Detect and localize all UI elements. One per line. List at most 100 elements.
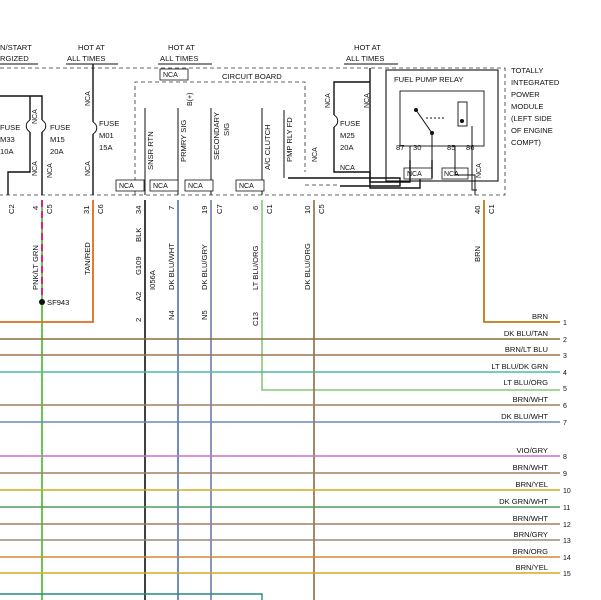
fuse-m25-label-1: FUSE [340, 119, 360, 128]
pin-40: 40 [473, 206, 482, 214]
harness-label-4: LT BLU/DK GRN [491, 362, 548, 371]
pin-19: 19 [200, 206, 209, 214]
signal-snsr-rtn: SNSR RTN [146, 131, 155, 170]
fuse-m33-symbol [25, 119, 31, 133]
nca-box-3 [184, 179, 214, 192]
header-run-start: N/START [0, 43, 32, 52]
wire-bottom-teal [0, 593, 263, 600]
fuse-m25-label-2: M25 [340, 131, 355, 140]
bplus-label: B(+) [187, 93, 194, 106]
harness-number-6: 6 [563, 403, 567, 410]
fuse-m15-label-3: 20A [50, 147, 64, 156]
harness-label-11: DK GRN/WHT [499, 497, 548, 506]
harness-label-15: BRN/YEL [516, 563, 549, 572]
fuse-m25-symbol [333, 114, 339, 128]
harness-number-10: 10 [563, 488, 571, 495]
circuit-a2: A2 [134, 292, 143, 301]
fuse-m25-label-3: 20A [340, 143, 354, 152]
fuse-m15-label-1: FUSE [50, 123, 70, 132]
relay-coil-dot [460, 119, 464, 123]
nca-box-2 [149, 179, 179, 192]
relay-85-lead [454, 160, 476, 195]
harness-label-8: VIO/GRY [516, 446, 548, 455]
header-hot3-line2: ALL TIMES [346, 54, 384, 63]
wire-label-blk: BLK [134, 228, 143, 242]
nca-label-relay-2: NCA [444, 171, 459, 178]
circuit-2: 2 [134, 318, 143, 322]
pin-7: 7 [167, 206, 176, 210]
nca-box-1 [115, 179, 145, 192]
circuit-board-label: CIRCUIT BOARD [222, 72, 282, 81]
header-hot2-line1: HOT AT [168, 43, 195, 52]
nca-label-top: NCA [163, 72, 178, 79]
nca-label-2: NCA [153, 183, 168, 190]
fuel-pump-relay-box [385, 69, 499, 182]
relay-title: FUEL PUMP RELAY [394, 75, 464, 84]
wire-lt-blu-org [261, 200, 560, 391]
circuit-n4: N4 [167, 310, 176, 320]
relay-switch-arm [415, 109, 433, 134]
nca-label-1: NCA [119, 183, 134, 190]
fuse-m01-symbol [92, 121, 98, 135]
nca-label-pmp: NCA [312, 147, 319, 162]
harness-number-14: 14 [563, 555, 571, 562]
module-label-2: INTEGRATED [511, 78, 560, 87]
circuit-n5: N5 [200, 310, 209, 320]
pin-c6: C6 [96, 204, 105, 214]
pin-c5a: C5 [45, 204, 54, 214]
pin-34: 34 [134, 206, 143, 214]
harness-label-1: BRN [532, 312, 548, 321]
header-hot1-line1: HOT AT [78, 43, 105, 52]
nca-box-4 [235, 179, 265, 192]
relay-pin-30: 30 [413, 143, 421, 152]
module-label-7: COMPT) [511, 138, 541, 147]
pin-c7: C7 [215, 204, 224, 214]
fuse-m01-label-1: FUSE [99, 119, 119, 128]
harness-label-2: DK BLU/TAN [504, 329, 548, 338]
wire-label-lt-blu-org: LT BLU/ORG [251, 245, 260, 290]
nca-label-m33-bot: NCA [32, 161, 39, 176]
harness-number-1: 1 [563, 320, 567, 327]
fuse-m33-bottom [7, 132, 31, 195]
harness-label-6: BRN/WHT [513, 395, 549, 404]
module-label-3: POWER [511, 90, 540, 99]
header-hot3-line1: HOT AT [354, 43, 381, 52]
fuse-m01-label-2: M01 [99, 131, 114, 140]
fuse-m33-label-1: FUSE [0, 123, 20, 132]
header-energized: RGIZED [0, 54, 29, 63]
harness-number-13: 13 [563, 538, 571, 545]
header-hot1-line2: ALL TIMES [67, 54, 105, 63]
pin-31: 31 [82, 206, 91, 214]
nca-label-relay-3: NCA [476, 163, 483, 178]
wire-label-brn: BRN [473, 246, 482, 262]
nca-label-m25: NCA [340, 165, 355, 172]
harness-label-10: BRN/YEL [516, 480, 549, 489]
signal-ac-clutch: A/C CLUTCH [263, 124, 272, 170]
wire-tan-red [0, 200, 94, 323]
wire-label-dk-blu-wht: DK BLU/WHT [167, 243, 176, 290]
splice-sf943-label: SF943 [47, 298, 69, 307]
fuse-m33-label-3: 10A [0, 147, 14, 156]
harness-label-9: BRN/WHT [513, 463, 549, 472]
pin-c2: C2 [7, 204, 16, 214]
relay-inner-box [399, 90, 485, 147]
harness-label-14: BRN/ORG [513, 547, 549, 556]
harness-number-15: 15 [563, 571, 571, 578]
harness-label-3: BRN/LT BLU [505, 345, 548, 354]
module-label-4: MODULE [511, 102, 544, 111]
wire-label-tan-red: TAN/RED [83, 242, 92, 275]
harness-number-5: 5 [563, 386, 567, 393]
fuse-m15-top [30, 95, 43, 120]
pin-6: 6 [251, 206, 260, 210]
circuit-board-outline [134, 81, 306, 195]
harness-label-7: DK BLU/WHT [501, 412, 548, 421]
wire-label-dk-blu-gry: DK BLU/GRY [200, 244, 209, 290]
fuse-m33-label-2: M33 [0, 135, 15, 144]
wire-label-pnk-lt-grn: PNK/LT GRN [31, 245, 40, 290]
harness-label-13: BRN/GRY [514, 530, 548, 539]
module-label-1: TOTALLY [511, 66, 544, 75]
nca-box-top [159, 68, 189, 81]
pin-4: 4 [31, 206, 40, 210]
